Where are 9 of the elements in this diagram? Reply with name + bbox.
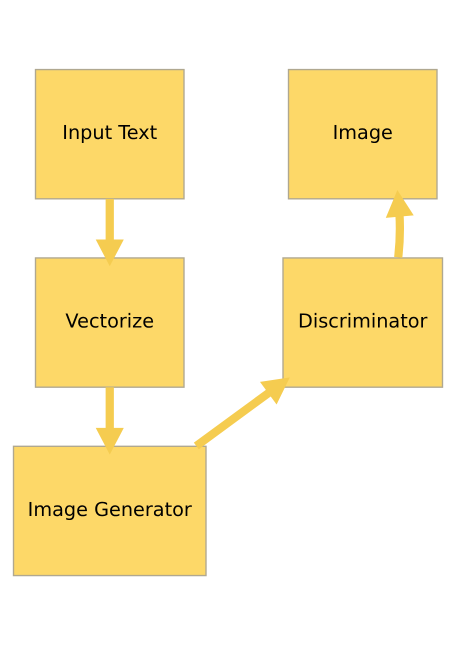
arrow [194,377,290,450]
node-box: Input Text [34,68,185,200]
arrow [386,190,414,258]
arrow [96,387,124,455]
node-box: Vectorize [34,257,185,388]
node-box: Image Generator [12,446,207,576]
node-box: Discriminator [282,257,444,388]
node-box: Image [288,68,438,200]
arrow [96,198,124,266]
